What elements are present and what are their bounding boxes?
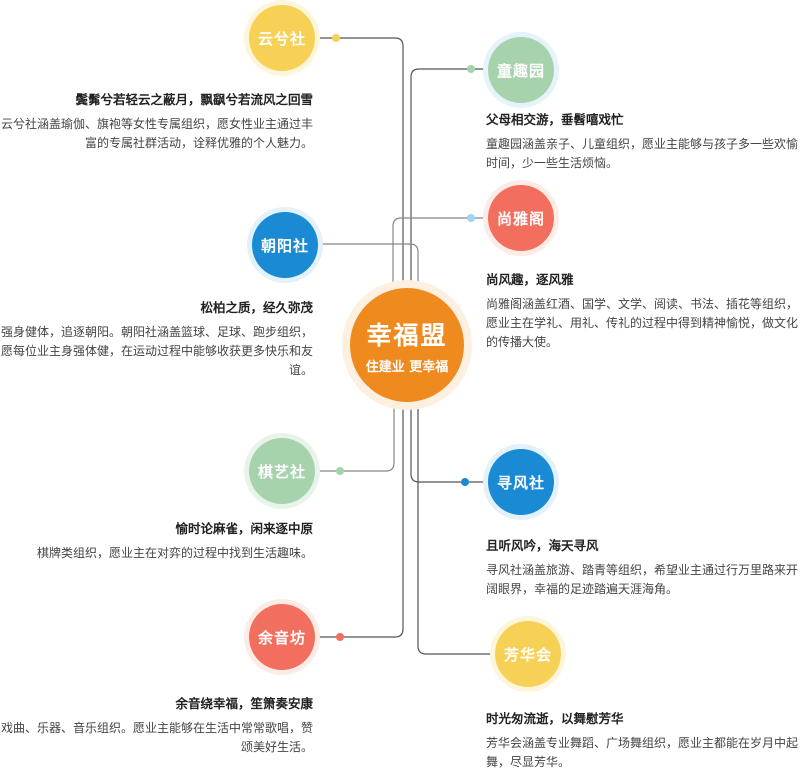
- heading: 余音绕幸福，笙箫奏安康: [175, 696, 313, 711]
- dot-tongqu: [467, 65, 475, 73]
- line-shangya: [392, 217, 552, 300]
- desc-xunfeng: 且听风吟，海天寻风 寻风社涵盖旅游、踏青等组织，希望业主通过行万里路来开阔眼界，…: [486, 536, 800, 599]
- desc-qiyi: 愉时论麻雀，闲来逐中原 棋牌类组织，愿业主在对弈的过程中找到生活趣味。: [0, 519, 313, 563]
- heading: 时光匆流逝，以舞慰芳华: [486, 711, 624, 726]
- description: 强身健体，追逐朝阳。朝阳社涵盖篮球、足球、跑步组织，愿每位业主身强体健，在运动过…: [0, 325, 313, 377]
- desc-yuyin: 余音绕幸福，笙箫奏安康 戏曲、乐器、音乐组织。愿业主能够在生活中常常歌唱，赞颂美…: [0, 694, 313, 757]
- heading: 尚风趣，逐风雅: [486, 272, 574, 287]
- center-title: 幸福盟: [366, 320, 448, 350]
- line-qiyi: [316, 395, 395, 472]
- description: 童趣园涵盖亲子、儿童组织，愿业主能够与孩子多一些欢愉时间，少一些生活烦恼。: [486, 137, 799, 170]
- description: 云兮社涵盖瑜伽、旗袍等女性专属组织，愿女性业主通过丰富的专属社群活动，诠释优雅的…: [0, 117, 313, 150]
- heading: 松柏之质，经久弥茂: [200, 300, 313, 315]
- node-fanghua: 芳华会: [495, 621, 561, 687]
- description: 棋牌类组织，愿业主在对弈的过程中找到生活趣味。: [36, 546, 313, 560]
- heading: 父母相交游，垂髫嘻戏忙: [486, 112, 624, 127]
- heading: 愉时论麻雀，闲来逐中原: [175, 521, 313, 536]
- line-zhaoyang: [318, 243, 419, 300]
- dot-xunfeng: [461, 478, 469, 486]
- node-zhaoyang: 朝阳社: [252, 212, 318, 278]
- desc-fanghua: 时光匆流逝，以舞慰芳华 芳华会涵盖专业舞蹈、广场舞组织，愿业主都能在岁月中起舞，…: [486, 709, 800, 772]
- node-qiyi: 棋艺社: [249, 438, 315, 504]
- description: 尚雅阁涵盖红酒、国学、文学、阅读、书法、插花等组织，愿业主在学礼、用礼、传礼的过…: [486, 297, 799, 349]
- dot-qiyi: [336, 467, 344, 475]
- line-yuyin: [316, 400, 404, 638]
- node-yunxi: 云兮社: [249, 5, 315, 71]
- desc-shangya: 尚风趣，逐风雅 尚雅阁涵盖红酒、国学、文学、阅读、书法、插花等组织，愿业主在学礼…: [486, 270, 800, 352]
- node-tongqu: 童趣园: [488, 37, 554, 103]
- desc-zhaoyang: 松柏之质，经久弥茂 强身健体，追逐朝阳。朝阳社涵盖篮球、足球、跑步组织，愿每位业…: [0, 298, 313, 380]
- description: 寻风社涵盖旅游、踏青等组织，希望业主通过行万里路来开阔眼界，幸福的足迹踏遍天涯海…: [486, 563, 799, 596]
- desc-yunxi: 鬓髴兮若轻云之蔽月，飘飖兮若流风之回雪 云兮社涵盖瑜伽、旗袍等女性专属组织，愿女…: [0, 90, 313, 153]
- dot-shangya: [467, 214, 475, 222]
- description: 芳华会涵盖专业舞蹈、广场舞组织，愿业主都能在岁月中起舞，尽显芳华。: [486, 736, 799, 769]
- center-subtitle: 住建业 更幸福: [365, 359, 449, 375]
- line-fanghua: [417, 400, 495, 655]
- node-xunfeng: 寻风社: [488, 449, 554, 515]
- heading: 且听风吟，海天寻风: [486, 538, 599, 553]
- dot-yuyin: [336, 633, 344, 641]
- line-tongqu: [410, 68, 552, 290]
- heading: 鬓髴兮若轻云之蔽月，飘飖兮若流风之回雪: [75, 92, 313, 107]
- line-xunfeng: [410, 400, 554, 483]
- desc-tongqu: 父母相交游，垂髫嘻戏忙 童趣园涵盖亲子、儿童组织，愿业主能够与孩子多一些欢愉时间…: [486, 110, 800, 173]
- dot-yunxi: [332, 34, 340, 42]
- line-yunxi: [316, 37, 404, 300]
- center-hub: 幸福盟 住建业 更幸福: [350, 288, 464, 402]
- node-shangya: 尚雅阁: [488, 185, 554, 251]
- node-yuyin: 余音坊: [249, 604, 315, 670]
- description: 戏曲、乐器、音乐组织。愿业主能够在生活中常常歌唱，赞颂美好生活。: [0, 721, 313, 754]
